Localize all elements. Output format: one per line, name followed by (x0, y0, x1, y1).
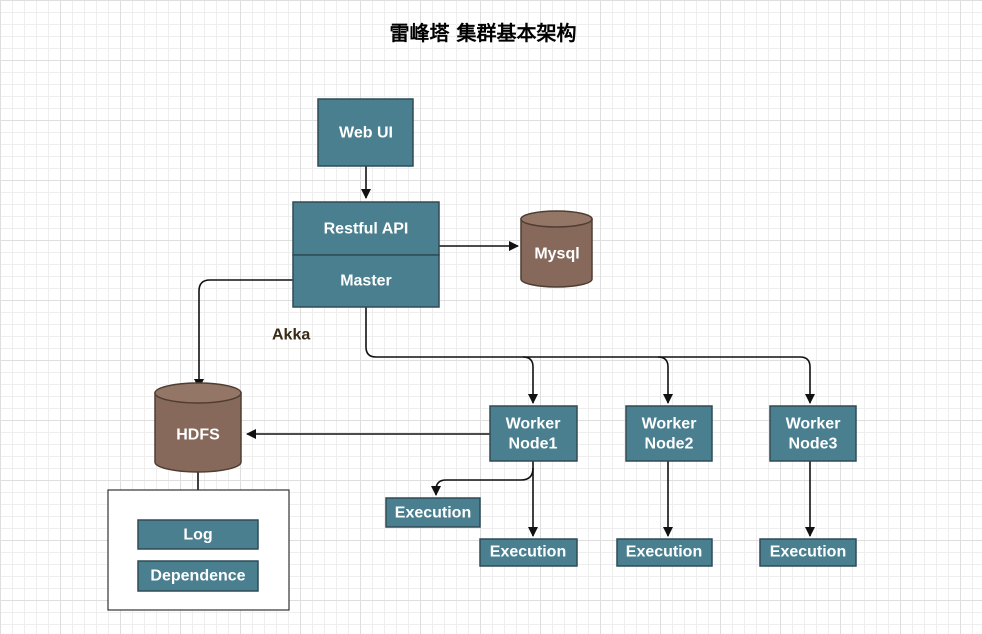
worker-node-1-line1: Worker (506, 416, 561, 433)
execution-node-1b: Execution (479, 538, 578, 567)
worker-node-3-line2: Node3 (789, 436, 838, 453)
worker-node-3: Worker Node3 (769, 405, 857, 462)
execution-node-2: Execution (616, 538, 713, 567)
log-label: Log (183, 527, 212, 544)
master-section (292, 254, 440, 308)
edge-master-to-worker1 (365, 307, 538, 404)
worker-node-1: Worker Node1 (489, 405, 578, 462)
log-node (137, 519, 259, 550)
dependence-label: Dependence (150, 568, 245, 585)
edge-master-to-worker2 (523, 356, 673, 404)
execution-1b-label: Execution (490, 544, 566, 561)
worker-node-2-line1: Worker (642, 416, 697, 433)
execution-2-label: Execution (626, 544, 702, 561)
execution-3-label: Execution (770, 544, 846, 561)
hdfs-contents-container: Log Dependence (107, 489, 290, 611)
worker-node-2-line2: Node2 (645, 436, 694, 453)
execution-node-1a: Execution (385, 497, 481, 528)
hdfs-storage: HDFS (154, 382, 242, 473)
execution-1a-label: Execution (395, 505, 471, 522)
restful-api-label: Restful API (324, 221, 409, 238)
mysql-label: Mysql (534, 246, 579, 263)
edge-master-to-worker3 (658, 356, 815, 404)
execution-node-3: Execution (759, 538, 857, 567)
edges (193, 166, 815, 537)
web-ui-node: Web UI (317, 98, 414, 167)
worker-node-2: Worker Node2 (625, 405, 713, 462)
dependence-node (137, 560, 259, 592)
worker-node-1-line2: Node1 (509, 436, 558, 453)
mysql-database: Mysql (520, 210, 593, 288)
edge-worker1-to-execution-a (431, 467, 534, 496)
hdfs-label: HDFS (176, 427, 220, 444)
diagram-title: 雷峰塔 集群基本架构 (390, 21, 577, 45)
worker-node-3-line1: Worker (786, 416, 841, 433)
master-label: Master (340, 273, 392, 290)
api-master-node: Restful API Master (292, 201, 440, 308)
web-ui-label: Web UI (339, 125, 393, 142)
akka-label: Akka (272, 327, 310, 344)
edge-master-to-hdfs (194, 279, 293, 389)
